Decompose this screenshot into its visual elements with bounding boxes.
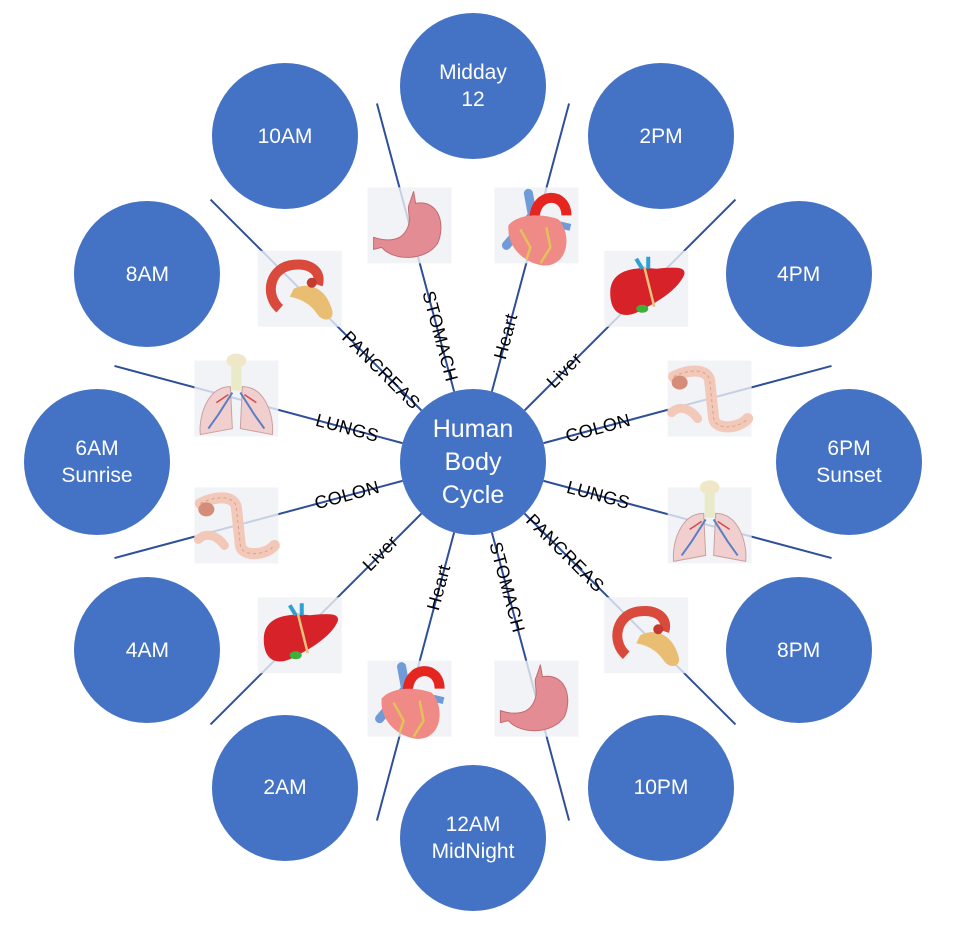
lungs-icon — [194, 353, 279, 437]
stomach-icon — [494, 660, 579, 737]
time-node-12am: 12AM MidNight — [400, 765, 546, 911]
time-node-4pm: 4PM — [725, 201, 872, 347]
heart-icon — [367, 660, 452, 739]
time-node-8am: 8AM — [74, 201, 221, 347]
time-node-10am: 10AM — [212, 63, 358, 210]
colon-icon — [193, 487, 280, 564]
liver-icon — [604, 250, 689, 327]
center-hub: Human Body Cycle — [400, 389, 546, 535]
time-node-2am: 2AM — [212, 714, 358, 861]
time-node-midday: Midday 12 — [400, 13, 546, 159]
time-node-10pm: 10PM — [588, 714, 734, 861]
time-node-2pm: 2PM — [588, 63, 734, 210]
colon-icon — [667, 360, 754, 437]
pancreas-icon — [604, 597, 689, 674]
heart-icon — [494, 187, 579, 266]
time-node-4am: 4AM — [74, 577, 221, 723]
time-node-6am: 6AM Sunrise — [24, 389, 170, 535]
time-node-8pm: 8PM — [725, 577, 872, 723]
liver-icon — [257, 597, 342, 674]
lungs-icon — [667, 480, 752, 564]
time-node-6pm: 6PM Sunset — [776, 389, 922, 535]
stomach-icon — [367, 187, 452, 264]
pancreas-icon — [257, 250, 342, 327]
